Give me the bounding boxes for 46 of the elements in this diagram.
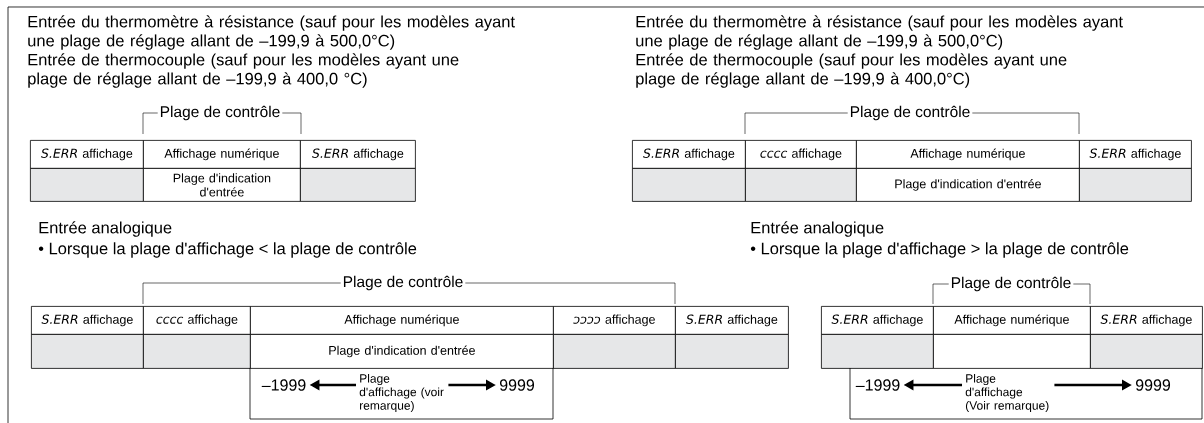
table-cell: S.ERR affichage bbox=[821, 306, 934, 335]
heading-text: Entrée de thermocouple (sauf pour les modèles ayant une plage de réglage allant de –199,9 à 400,0 °C) bbox=[28, 53, 459, 88]
range-label: Plage d'affichage (Voir remarque) bbox=[965, 373, 1049, 413]
table-cell: cccc affichage bbox=[745, 140, 857, 169]
heading-text: Entrée du thermomètre à résistance (sauf pour les modèles ayant une plage de réglage allant de –199,9 à 500,0°C) bbox=[28, 15, 515, 50]
heading-text: • Lorsque la plage d'affichage > la plage de contrôle bbox=[750, 242, 1129, 258]
shaded-cell bbox=[675, 334, 789, 369]
range-limit: 9999 bbox=[1135, 379, 1171, 391]
shaded-cell bbox=[821, 334, 934, 369]
table-cell: S.ERR affichage bbox=[30, 140, 144, 169]
shaded-cell bbox=[300, 168, 416, 202]
table-cell: Plage d'indication d'entrée bbox=[143, 168, 301, 202]
shaded-cell bbox=[30, 168, 144, 202]
heading-text: Entrée analogique bbox=[39, 221, 172, 237]
table-cell: S.ERR affichage bbox=[1090, 306, 1203, 335]
range-label: Plage d'affichage (voir remarque) bbox=[359, 373, 444, 413]
shaded-cell bbox=[632, 168, 746, 202]
table-cell: Affichage numérique bbox=[933, 306, 1091, 335]
bracket-label: Plage de contrôle bbox=[340, 273, 466, 293]
table-cell bbox=[933, 334, 1091, 369]
range-limit: 9999 bbox=[499, 379, 535, 391]
bracket-label: Plage de contrôle bbox=[847, 103, 973, 123]
shaded-cell bbox=[553, 334, 676, 369]
table-cell: S.ERR affichage bbox=[632, 140, 746, 169]
table-cell: Plage d'indication d'entrée bbox=[856, 168, 1080, 202]
shaded-cell bbox=[745, 168, 857, 202]
table-cell: Affichage numérique bbox=[143, 140, 301, 169]
table-cell: Plage d'indication d'entrée bbox=[250, 334, 554, 369]
heading-text: Entrée du thermomètre à résistance (sauf pour les modèles ayant une plage de réglage allant de –199,9 à 500,0°C) bbox=[636, 15, 1123, 50]
shaded-cell bbox=[1090, 334, 1203, 369]
heading-text: Entrée analogique bbox=[751, 221, 884, 237]
table-cell: S.ERR affichage bbox=[675, 306, 789, 335]
table-cell: S.ERR affichage bbox=[1079, 140, 1192, 169]
shaded-cell bbox=[31, 334, 144, 369]
table-cell: S.ERR affichage bbox=[31, 306, 144, 335]
shaded-cell bbox=[1079, 168, 1192, 202]
bracket-label: Plage de contrôle bbox=[948, 274, 1074, 294]
table-cell: S.ERR affichage bbox=[300, 140, 416, 169]
table-cell: cccc affichage bbox=[143, 306, 251, 335]
bracket-label: Plage de contrôle bbox=[157, 103, 283, 123]
table-cell: ↄↄↄↄ affichage bbox=[553, 306, 676, 335]
range-limit: –1999 bbox=[855, 379, 900, 391]
heading-text: Entrée de thermocouple (sauf pour les modèles ayant une plage de réglage allant de –199,9 à 400,0°C) bbox=[636, 53, 1067, 88]
heading-text: • Lorsque la plage d'affichage < la plage de contrôle bbox=[38, 242, 417, 258]
shaded-cell bbox=[143, 334, 251, 369]
range-limit: –1999 bbox=[261, 379, 306, 391]
